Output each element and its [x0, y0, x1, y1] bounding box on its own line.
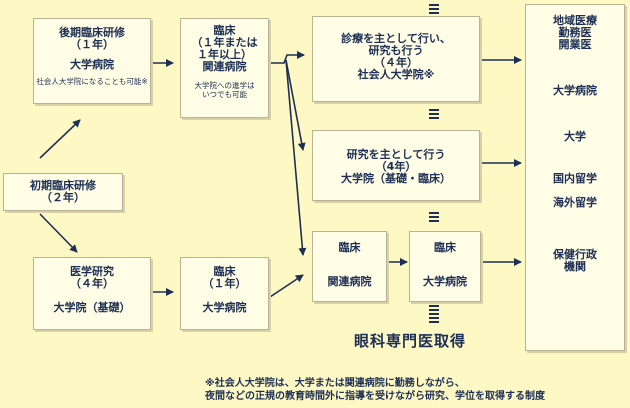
- clinical-univ-duration: （１年）: [202, 277, 247, 290]
- footnote-line-1: ※社会人大学院は、大学または関連病院に勤務しながら、: [205, 378, 465, 389]
- clinical-related-note-1: 大学院への進学は: [194, 81, 255, 90]
- clinical-univ-title: 臨床: [213, 265, 236, 278]
- box-medical-research: 医学研究 （４年） 大学院（基礎）: [33, 257, 151, 330]
- initial-training-duration: （２年）: [41, 191, 85, 204]
- arrow-clinical-to-related-b: [285, 59, 307, 256]
- dash-marker-bottom: [429, 305, 439, 325]
- clinical-related-title: 臨床: [213, 24, 236, 37]
- medical-research-duration: （４年）: [70, 277, 114, 290]
- career-university-hospital: 大学病院: [553, 84, 597, 97]
- clinical-main-line1: 診療を主として行い、: [341, 32, 451, 45]
- career-employed-doctor: 勤務医: [558, 26, 592, 39]
- research-main-duration: （4年）: [375, 160, 417, 173]
- late-training-note: 社会人大学院になることも可能※: [36, 77, 148, 86]
- box-clinical-related-hospital: 臨床 （１年または １年以上） 関連病院 大学院への進学は いつでも可能: [180, 18, 269, 118]
- late-training-place: 大学病院: [70, 58, 114, 71]
- specialist-certification-label: 眼科専門医取得: [354, 332, 467, 350]
- career-private-practice: 開業医: [558, 38, 592, 51]
- clinical-univ-b-title: 臨床: [434, 241, 456, 254]
- career-health-admin-2: 機関: [564, 260, 586, 273]
- arrow-clinical-to-main: [270, 51, 305, 64]
- clinical-related-duration-1: （１年または: [191, 36, 258, 49]
- footnote-line-2: 夜間などの正規の教育時間外に指導を受けながら研究、学位を取得する制度: [205, 391, 545, 402]
- arrow-initial-to-research: [39, 213, 78, 253]
- medical-research-title: 医学研究: [70, 265, 114, 278]
- box-initial-clinical-training: 初期臨床研修 （２年）: [3, 173, 123, 211]
- arrow-clinical-to-research-main: [285, 59, 306, 151]
- box-clinical-main-research: 診療を主として行い、 研究も行う （４年） 社会人大学院※: [312, 16, 480, 102]
- box-late-clinical-training: 後期臨床研修 （１年） 大学病院 社会人大学院になることも可能※: [33, 18, 151, 104]
- arrow-univ1yr-to-related-b: [269, 274, 304, 298]
- late-training-title: 後期臨床研修: [59, 26, 125, 39]
- career-university: 大学: [564, 130, 586, 143]
- research-main-place: 大学院（基礎・臨床）: [341, 172, 451, 185]
- career-health-admin: 保健行政: [553, 248, 597, 261]
- late-training-duration: （１年）: [70, 38, 114, 51]
- box-clinical-university-b: 臨床 大学病院: [409, 231, 481, 302]
- box-clinical-university-1yr: 臨床 （１年） 大学病院: [180, 257, 269, 330]
- clinical-related-b-title: 臨床: [338, 241, 361, 254]
- box-research-main: 研究を主として行う （4年） 大学院（基礎・臨床）: [312, 130, 480, 201]
- clinical-main-place: 社会人大学院※: [357, 68, 435, 81]
- dash-marker-top: [429, 4, 439, 16]
- clinical-main-line2: 研究も行う: [368, 44, 424, 57]
- career-overseas-study: 海外留学: [553, 196, 597, 209]
- clinical-related-b-place: 関連病院: [327, 275, 372, 288]
- dash-marker-mid1: [429, 109, 439, 121]
- clinical-related-note-2: いつでも可能: [202, 90, 247, 99]
- research-main-title: 研究を主として行う: [346, 148, 446, 161]
- box-career-destinations: 地域医療 勤務医 開業医 大学病院 大学 国内留学 海外留学 保健行政 機関: [525, 4, 625, 351]
- initial-training-title: 初期臨床研修: [30, 179, 96, 192]
- clinical-univ-place: 大学病院: [202, 301, 247, 314]
- clinical-main-duration: （４年）: [374, 56, 418, 69]
- clinical-related-place: 関連病院: [202, 60, 247, 73]
- clinical-univ-b-place: 大学病院: [423, 275, 467, 288]
- box-clinical-related-b: 臨床 関連病院: [312, 231, 387, 302]
- career-regional-medicine: 地域医療: [553, 14, 597, 27]
- arrow-initial-to-late: [39, 119, 81, 159]
- career-domestic-study: 国内留学: [553, 172, 597, 185]
- clinical-related-duration-2: １年以上）: [197, 48, 252, 61]
- dash-marker-mid2: [429, 212, 439, 224]
- footnote: ※社会人大学院は、大学または関連病院に勤務しながら、 夜間などの正規の教育時間外…: [205, 377, 545, 403]
- medical-research-place: 大学院（基礎）: [53, 301, 131, 314]
